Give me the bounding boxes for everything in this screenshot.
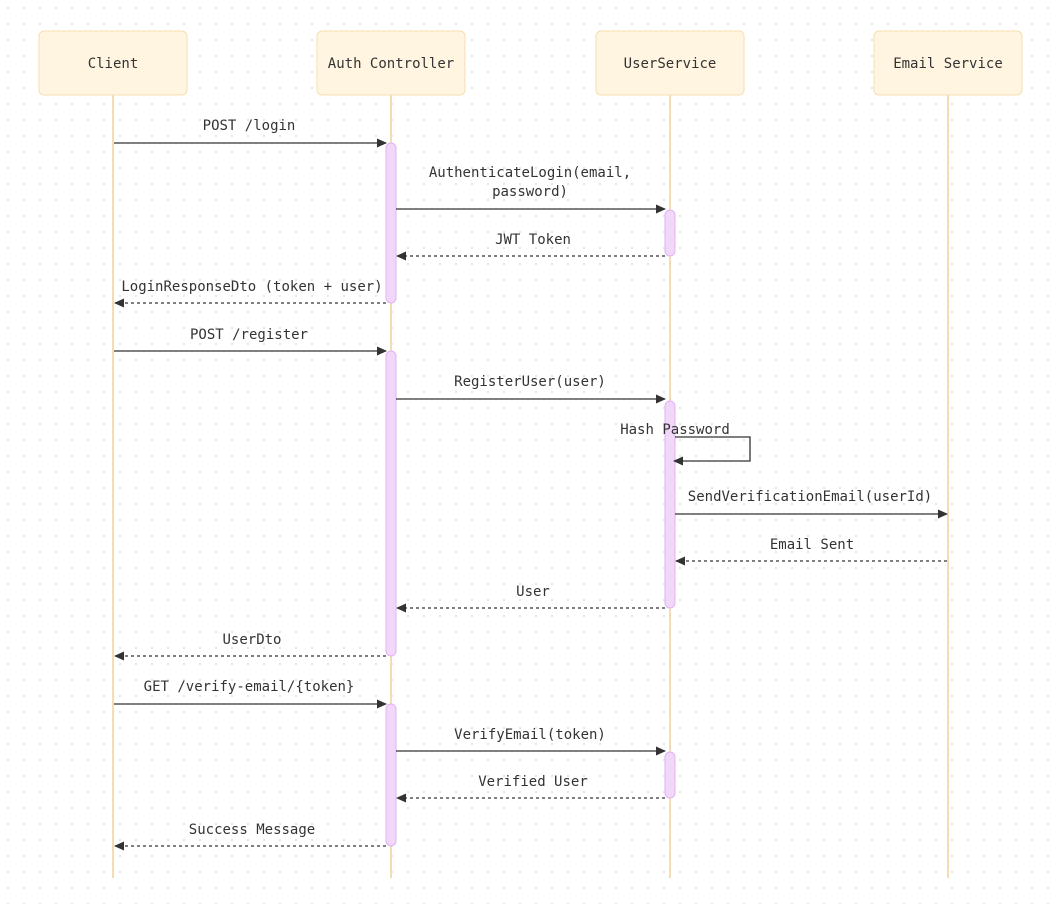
message-user-dto: UserDto [114,632,386,661]
message-label: RegisterUser(user) [454,374,606,390]
participant-box [316,30,466,96]
participants: Client Auth Controller UserService Email… [38,30,1023,96]
message-success-message: Success Message [114,822,386,851]
message-verified-user: Verified User [396,774,665,803]
message-label: JWT Token [495,232,571,248]
message-register-user: RegisterUser(user) [396,374,666,404]
participant-client[interactable]: Client [38,30,188,96]
message-user-return: User [396,584,665,613]
message-label: Hash Password [620,422,730,438]
participant-label: Client [88,56,139,72]
messages: POST /login AuthenticateLogin(email, pas… [114,118,948,851]
message-authenticate-login: AuthenticateLogin(email, password) [396,165,666,214]
participant-user-service[interactable]: UserService [595,30,745,96]
message-send-verification-email: SendVerificationEmail(userId) [675,489,948,519]
message-label: Success Message [189,822,315,838]
message-label: GET /verify-email/{token} [144,679,355,695]
message-arrow-self [673,436,751,466]
message-label: Verified User [478,774,588,790]
activation-user-register [664,400,676,609]
message-label: POST /register [190,327,308,343]
activation-user-authenticate [664,209,676,257]
lifelines [112,95,949,878]
message-hash-password: Hash Password [620,422,751,466]
participant-box [595,30,745,96]
message-label: LoginResponseDto (token + user) [121,279,382,295]
participant-label: Email Service [893,56,1003,72]
message-label: POST /login [203,118,296,134]
participant-box [873,30,1023,96]
activation-user-verify [664,751,676,799]
message-label: UserDto [222,632,281,648]
message-verify-email: VerifyEmail(token) [396,727,666,756]
message-login-response: LoginResponseDto (token + user) [114,279,386,308]
message-label: VerifyEmail(token) [454,727,606,743]
message-label: SendVerificationEmail(userId) [688,489,932,505]
message-email-sent: Email Sent [675,537,947,566]
message-label-continued: password) [492,184,568,200]
activations [385,142,676,847]
participant-box [38,30,188,96]
activation-auth-login [385,142,397,304]
message-label: AuthenticateLogin(email, [429,165,631,181]
message-label: Email Sent [770,537,854,553]
activation-auth-register [385,350,397,657]
message-label: User [516,584,550,600]
participant-email-service[interactable]: Email Service [873,30,1023,96]
message-jwt-token: JWT Token [396,232,665,261]
participant-auth-controller[interactable]: Auth Controller [316,30,466,96]
message-get-verify-email: GET /verify-email/{token} [114,679,387,709]
participant-label: Auth Controller [328,56,454,72]
participant-label: UserService [624,56,717,72]
message-post-register: POST /register [114,327,387,356]
activation-auth-verify [385,703,397,847]
message-post-login: POST /login [114,118,387,148]
